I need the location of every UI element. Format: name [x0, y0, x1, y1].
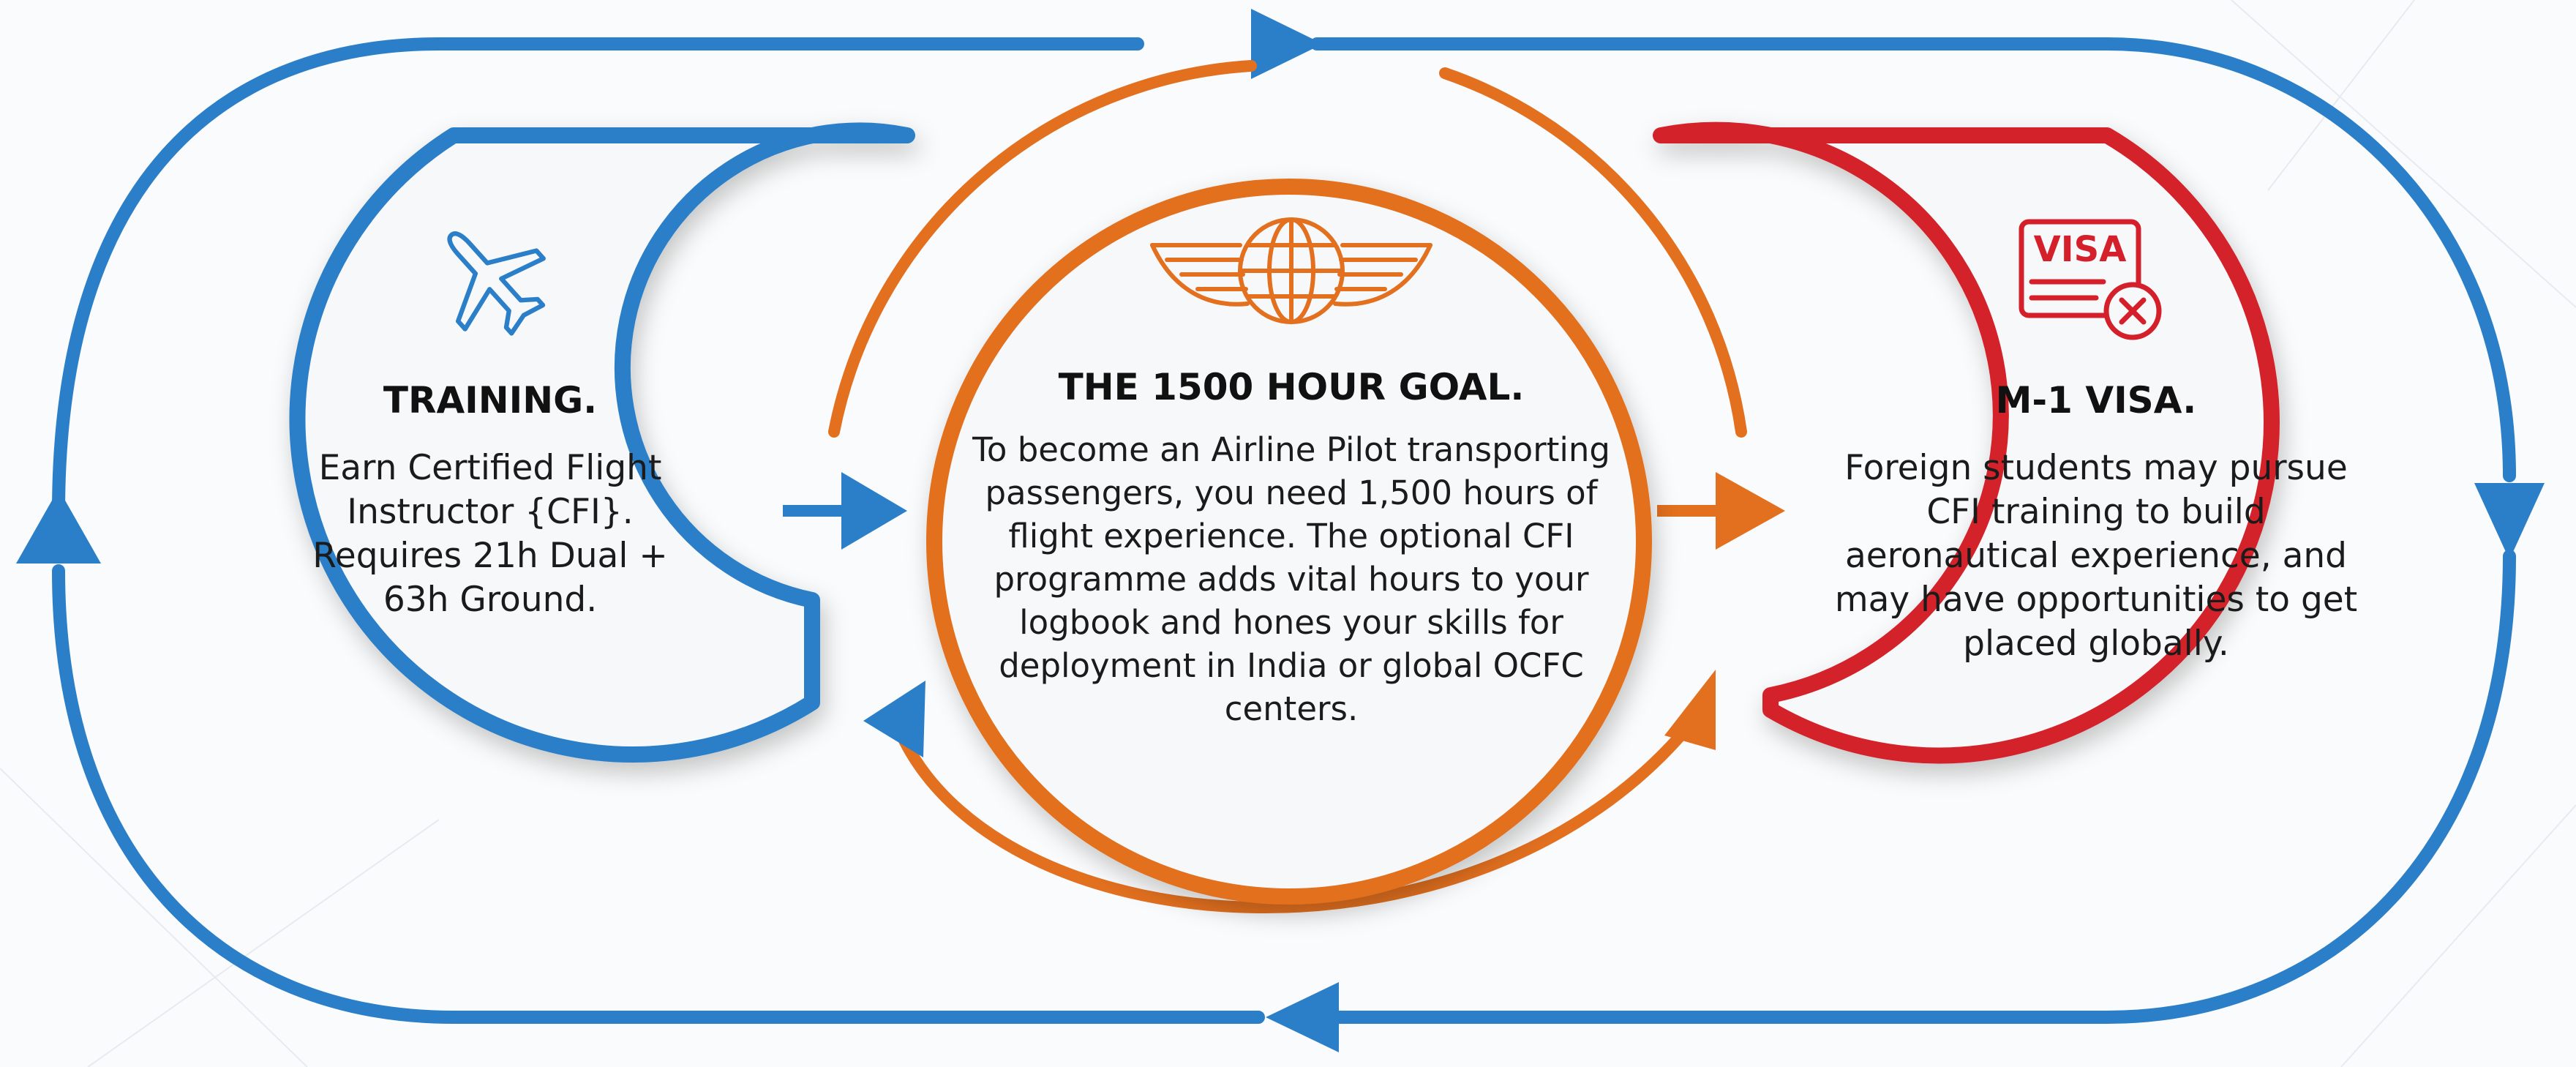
outer-loop-top-right [1310, 37, 2516, 482]
training-title: TRAINING. [383, 379, 598, 422]
outer-arrow-top [1251, 9, 1323, 79]
goal-card [926, 179, 1652, 905]
goal-description: To become an Airline Pilot transporting … [972, 430, 1610, 728]
inner-arrow-bottom-right [1664, 670, 1716, 750]
visa-description: Foreign students may pursue CFI training… [1834, 448, 2358, 664]
outer-arrow-left-up [16, 489, 101, 564]
visa-title: M-1 VISA. [1995, 379, 2197, 422]
inner-loop-top-left [828, 60, 1257, 438]
goal-title: THE 1500 HOUR GOAL. [1058, 366, 1525, 408]
outer-loop-top-left [52, 37, 1144, 519]
visa-card-icon: VISA [2019, 219, 2162, 340]
inner-loop-bottom-left [898, 719, 1696, 913]
inner-orange-loop [828, 60, 1747, 913]
inner-loop-top-right [1439, 67, 1747, 438]
visa-icon-label: VISA [2034, 229, 2127, 270]
connector-goal-to-visa [1657, 472, 1785, 550]
training-card [289, 122, 915, 763]
globe-with-wings-icon [1150, 217, 1432, 324]
outer-arrow-bottom [1266, 982, 1339, 1052]
outer-loop [52, 37, 2516, 1024]
inner-arrow-bottom-left [863, 681, 925, 757]
connector-training-to-goal [783, 472, 907, 550]
training-description: Earn Certified Flight Instructor {CFI}. … [312, 448, 668, 620]
outer-loop-left-lower [52, 564, 1265, 1024]
outer-loop-right-lower [1325, 550, 2516, 1024]
outer-arrow-right-down [2474, 483, 2545, 560]
airplane-icon [447, 231, 546, 336]
